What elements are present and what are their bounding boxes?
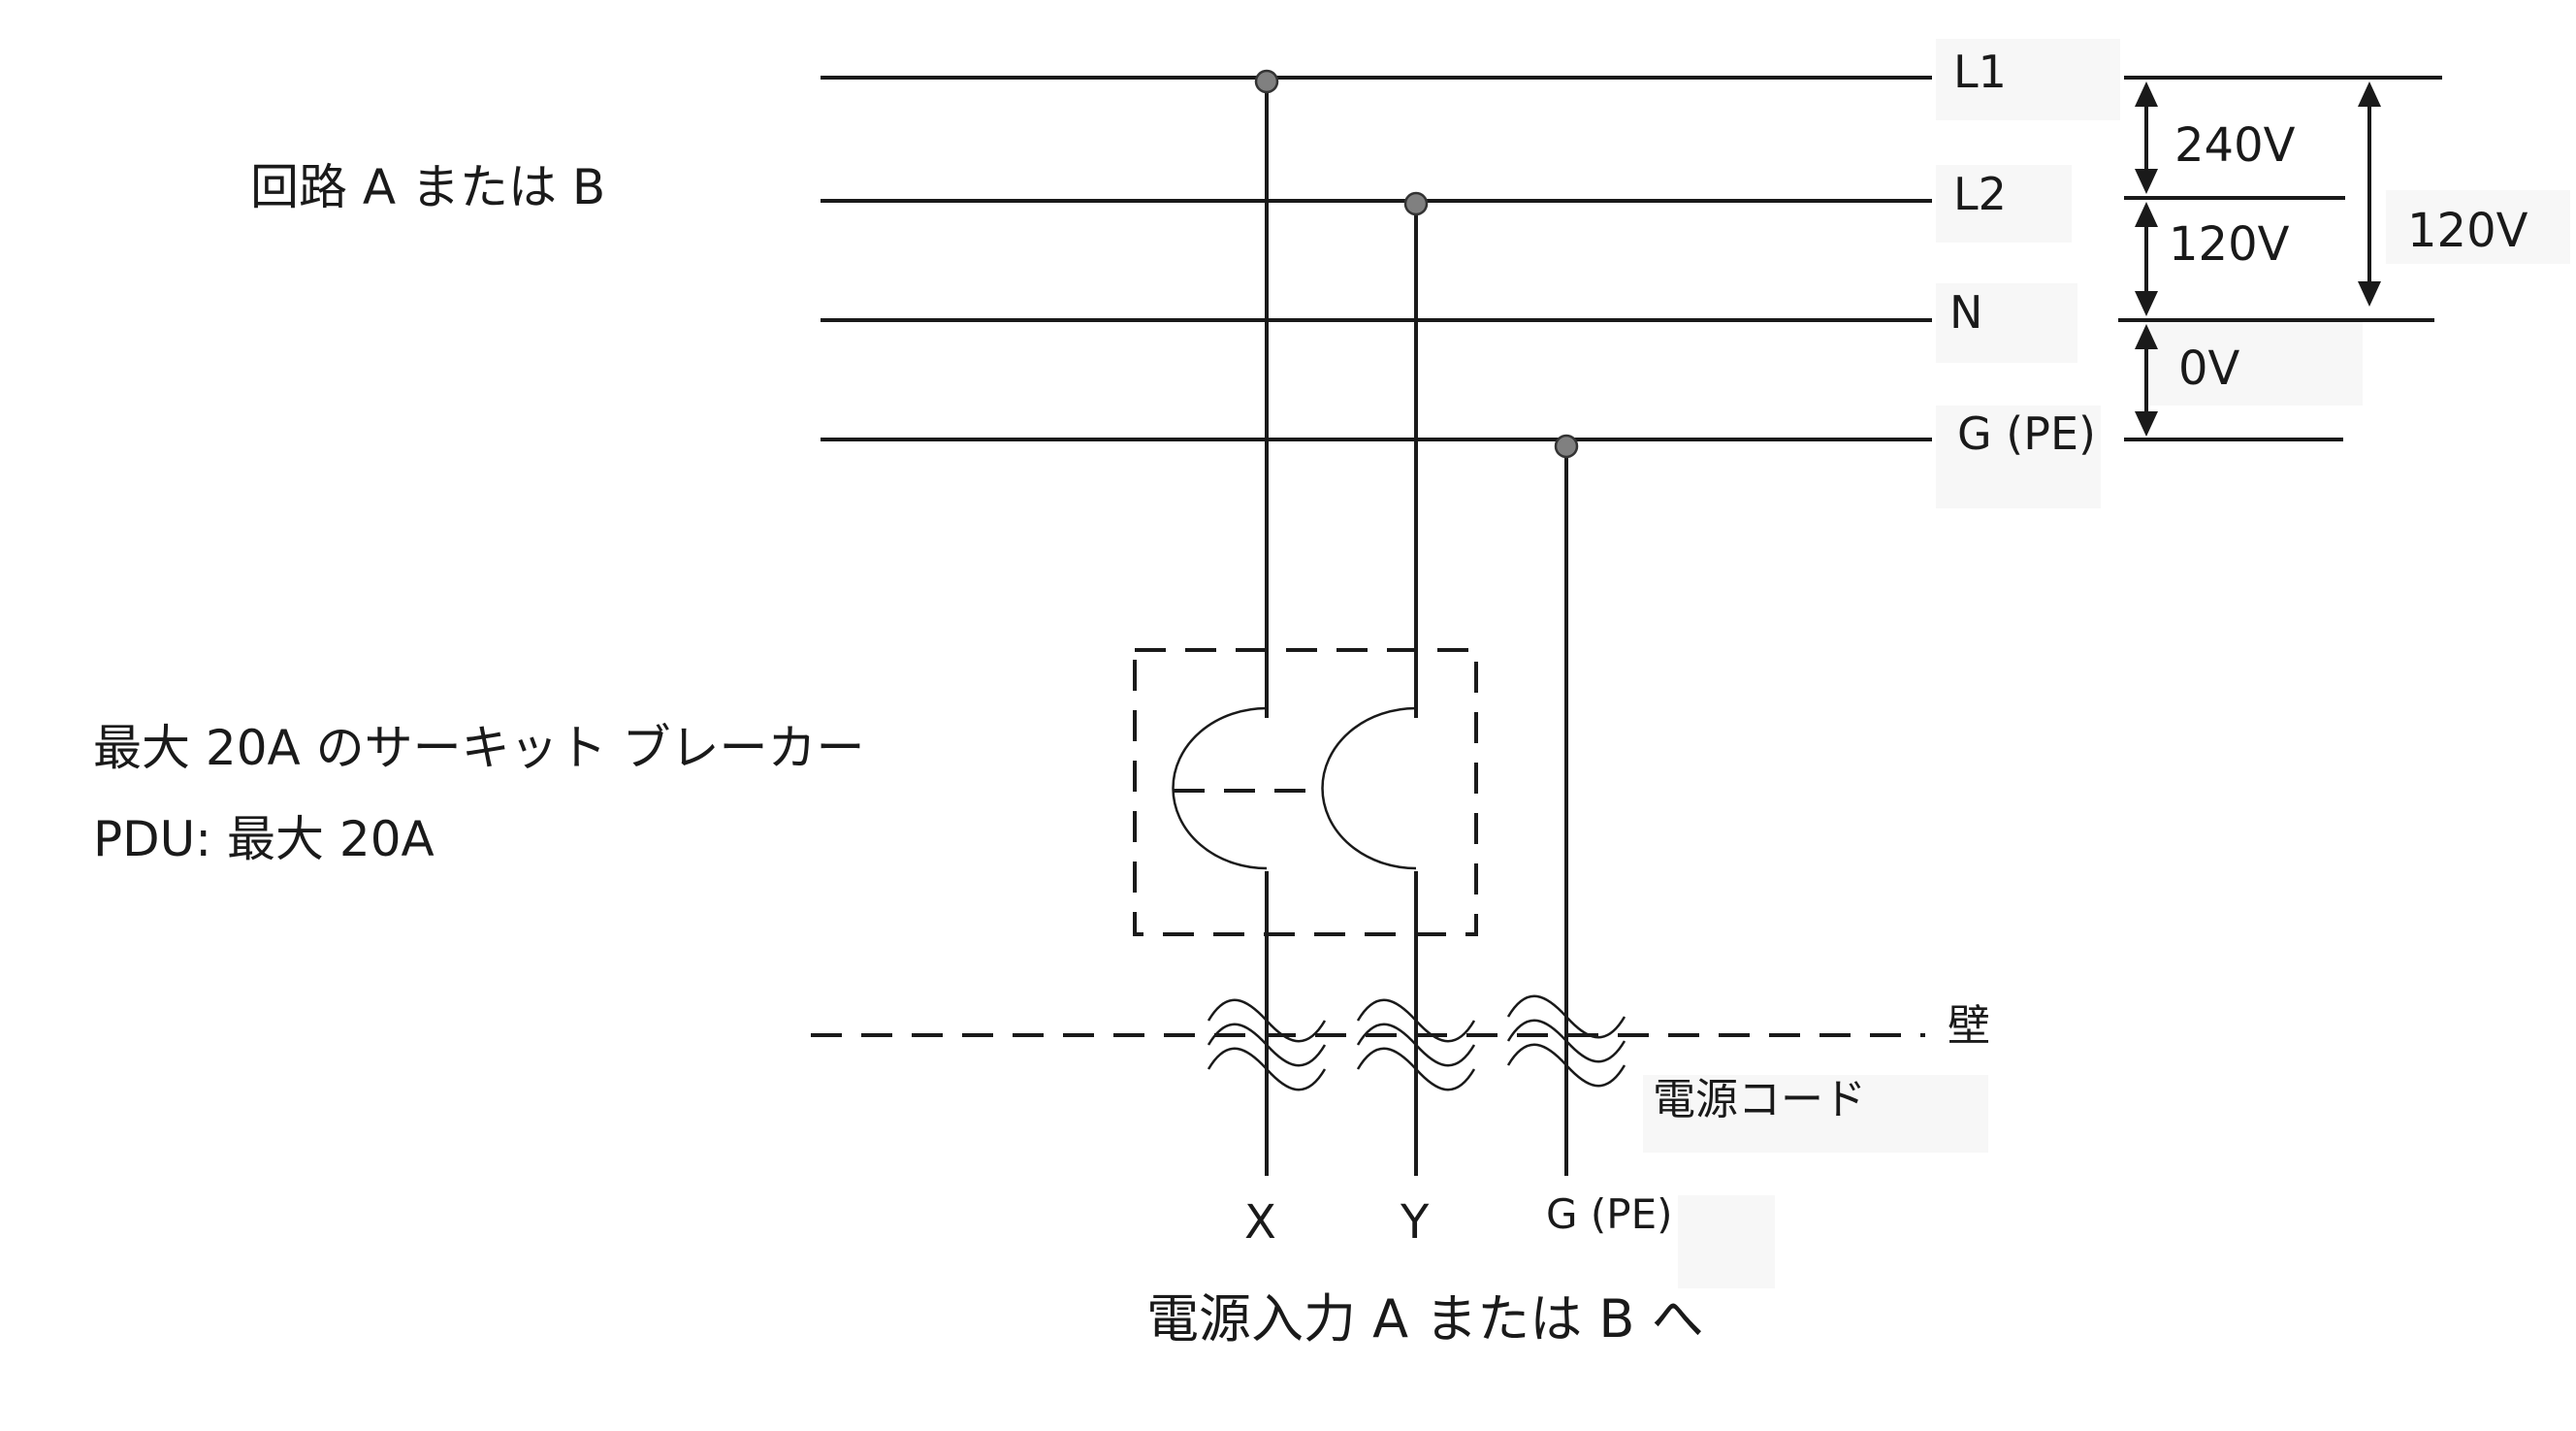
cord-wave-g [1506,994,1626,1088]
label-patches [1643,39,2570,1288]
voltage-n-g: 0V [2178,341,2240,396]
output-label-x: X [1244,1195,1276,1250]
circuit-label: 回路 A または B [250,159,605,215]
output-label-y: Y [1400,1195,1430,1250]
pdu-label: PDU: 最大 20A [93,811,435,867]
label-l2: L2 [1953,168,2007,220]
voltage-arrows [2135,81,2381,437]
breaker-label: 最大 20A のサーキット ブレーカー [93,720,865,776]
wall-label: 壁 [1948,1001,1990,1051]
node-l2 [1403,191,1429,216]
voltage-l1-l2: 240V [2174,118,2296,173]
breaker-dashed-box [1133,648,1478,936]
node-l1 [1254,69,1279,94]
label-g: G (PE) [1957,407,2096,460]
node-g [1554,434,1579,459]
arrow-l1-l2 [2135,81,2158,194]
voltage-l1-n: 120V [2407,204,2528,258]
voltage-reference-lines [2118,76,2442,441]
arrow-l1-n [2358,81,2381,307]
conductors [1265,81,1568,1176]
description-labels: 回路 A または B 最大 20A のサーキット ブレーカー PDU: 最大 2… [93,159,865,867]
arrow-l2-n [2135,202,2158,316]
output-labels: X Y G (PE) [1244,1190,1673,1250]
cord-label: 電源コード [1653,1075,1866,1124]
power-cord-symbols [1207,994,1626,1091]
bottom-caption: 電源入力 A または B へ [1146,1288,1704,1350]
arrow-n-g [2135,324,2158,437]
bus-lines [821,76,1932,441]
cord-wave-x [1207,998,1327,1091]
cord-wave-y [1356,998,1476,1091]
output-label-g: G (PE) [1546,1190,1673,1238]
circuit-breaker-symbol [1133,648,1478,936]
voltage-labels: 240V 120V 120V 0V [2169,118,2528,396]
breaker-arc-y [1321,706,1417,870]
label-l1: L1 [1953,46,2007,98]
voltage-l2-n: 120V [2169,217,2290,272]
breaker-arc-x [1172,706,1268,870]
bus-labels: L1 L2 N G (PE) [1949,46,2096,460]
junction-nodes [1254,69,1579,459]
label-n: N [1949,286,1982,339]
